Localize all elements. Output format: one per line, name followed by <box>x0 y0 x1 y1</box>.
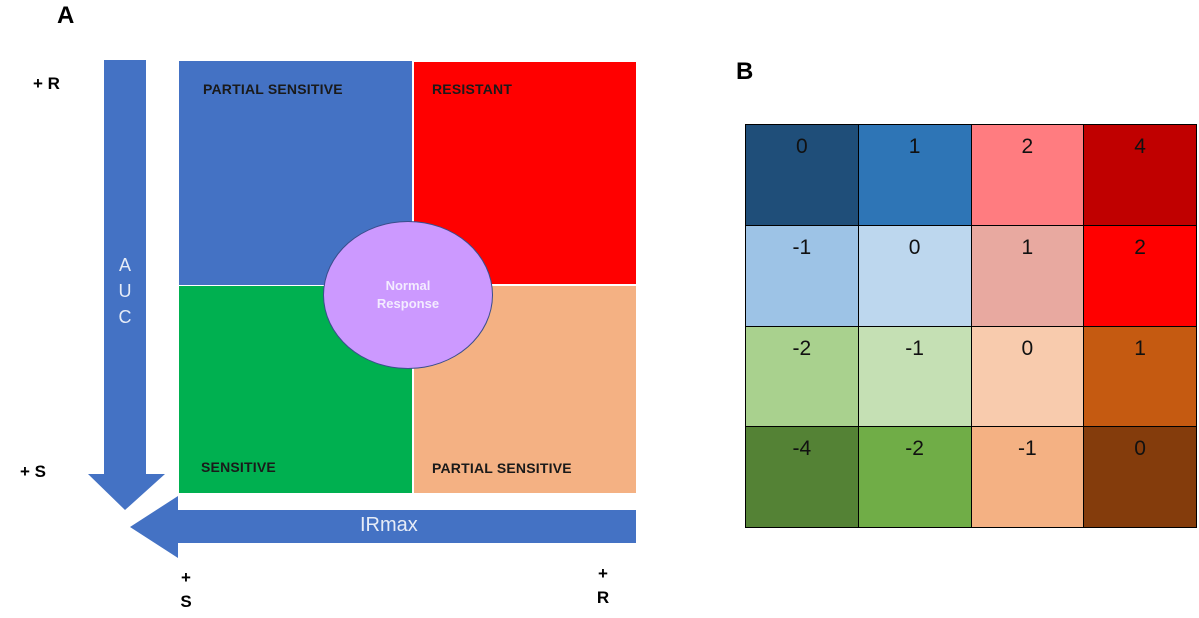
grid-cell: -2 <box>746 326 858 427</box>
x-right-label: + R <box>592 562 614 610</box>
quadrant-resistant: RESISTANT <box>414 62 636 284</box>
auc-axis-title: A U C <box>118 255 132 327</box>
y-bottom-label: + S <box>20 462 46 482</box>
panel-a-letter: A <box>57 2 75 29</box>
grid-cell: 1 <box>1084 326 1196 427</box>
quadrant-label: SENSITIVE <box>201 459 276 475</box>
x-left-sign: + <box>181 568 191 587</box>
grid-cell: 0 <box>971 326 1084 427</box>
x-right-letter: R <box>596 588 610 607</box>
grid-cell: 0 <box>746 125 858 225</box>
grid-cell: 1 <box>971 225 1084 326</box>
quadrant-partial-sensitive-bottom: PARTIAL SENSITIVE <box>414 286 636 493</box>
grid-cell: -1 <box>858 326 971 427</box>
grid-cell: 2 <box>971 125 1084 225</box>
grid-cell: -1 <box>971 427 1084 527</box>
normal-response-circle: Normal Response <box>323 221 493 369</box>
normal-response-label: Normal Response <box>376 278 440 311</box>
x-left-label: + S <box>176 566 196 614</box>
grid-cell: -4 <box>746 427 858 527</box>
y-top-label: + R <box>33 74 60 94</box>
x-left-letter: S <box>180 592 192 611</box>
grid-cell: -1 <box>746 225 858 326</box>
quadrant-label: RESISTANT <box>432 81 513 97</box>
auc-arrow <box>88 60 165 510</box>
grid-cell: 0 <box>858 225 971 326</box>
irmax-axis-title: IRmax <box>360 514 418 536</box>
panel-a-diagram: A U C IRmax + R + S + S + R PARTIAL SENS… <box>20 60 636 614</box>
grid-cell: 2 <box>1084 225 1196 326</box>
grid-cell: 4 <box>1084 125 1196 225</box>
axis-arrows <box>88 60 636 558</box>
grid-cell: -2 <box>858 427 971 527</box>
x-right-sign: + <box>598 564 608 583</box>
grid-cell: 0 <box>1084 427 1196 527</box>
grid-cell: 1 <box>858 125 971 225</box>
irmax-arrow <box>130 496 636 558</box>
panel-b-letter: B <box>736 58 754 85</box>
quadrant-label: PARTIAL SENSITIVE <box>203 81 343 97</box>
quadrant-label: PARTIAL SENSITIVE <box>432 460 572 476</box>
